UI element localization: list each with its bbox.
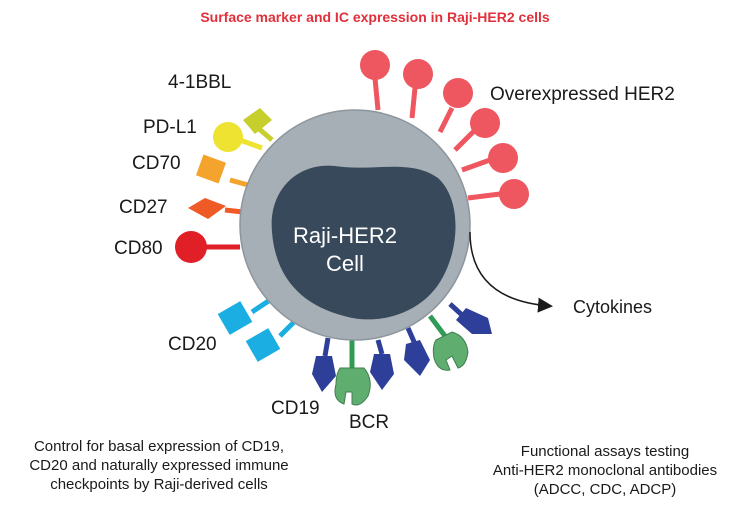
note-right: Functional assays testing Anti-HER2 mono… — [470, 442, 740, 499]
bcr-icon — [334, 340, 371, 406]
note-right-line: Anti-HER2 monoclonal antibodies — [492, 462, 718, 479]
bcr-icon — [428, 314, 469, 371]
note-left-line: Control for basal expression of CD19, — [33, 438, 285, 455]
label-cd70: CD70 — [132, 153, 181, 174]
cd19-icon — [404, 326, 430, 376]
diagram-title: Surface marker and IC expression in Raji… — [200, 9, 550, 25]
her2-receptor-icon — [461, 143, 518, 173]
label-cytokines: Cytokines — [573, 297, 653, 317]
note-left-line: CD20 and naturally expressed immune — [29, 457, 289, 474]
her2-receptor-icon — [360, 50, 390, 111]
cd80-icon — [175, 231, 240, 263]
cd19-icon — [312, 337, 336, 392]
label-cd20: CD20 — [168, 334, 217, 355]
note-right-line: (ADCC, CDC, ADCP) — [533, 481, 677, 498]
cell-nucleus — [271, 165, 456, 320]
label-cd80: CD80 — [114, 238, 163, 259]
cd19-icon — [448, 302, 492, 334]
note-right-line: Functional assays testing — [520, 443, 690, 460]
cd20-icon — [217, 297, 272, 335]
cell-label: Raji-HER2 Cell — [245, 222, 445, 278]
label-pdl1: PD-L1 — [143, 117, 197, 138]
pdl1-icon — [213, 122, 263, 152]
her2-receptor-icon — [437, 78, 473, 134]
cd20-icon — [245, 320, 296, 362]
her2-receptor-icon — [467, 179, 529, 209]
cell-label-line1: Raji-HER2 — [293, 223, 397, 248]
label-cd19: CD19 — [271, 398, 320, 419]
cd27-icon — [188, 198, 244, 219]
cd70-icon — [195, 154, 249, 188]
note-left-line: checkpoints by Raji-derived cells — [50, 476, 268, 493]
label-4-1bbl: 4-1BBL — [168, 72, 232, 93]
label-bcr: BCR — [349, 412, 390, 433]
her2-receptor-icon — [453, 108, 500, 152]
her2-receptor-icon — [403, 59, 433, 119]
cd19-icon — [370, 339, 394, 390]
cytokine-arrow-icon — [469, 231, 553, 313]
4-1bbl-icon — [243, 108, 274, 142]
label-cd27: CD27 — [119, 197, 168, 218]
cell-label-line2: Cell — [326, 251, 364, 276]
note-left: Control for basal expression of CD19, CD… — [0, 437, 318, 494]
label-her2: Overexpressed HER2 — [490, 84, 675, 105]
